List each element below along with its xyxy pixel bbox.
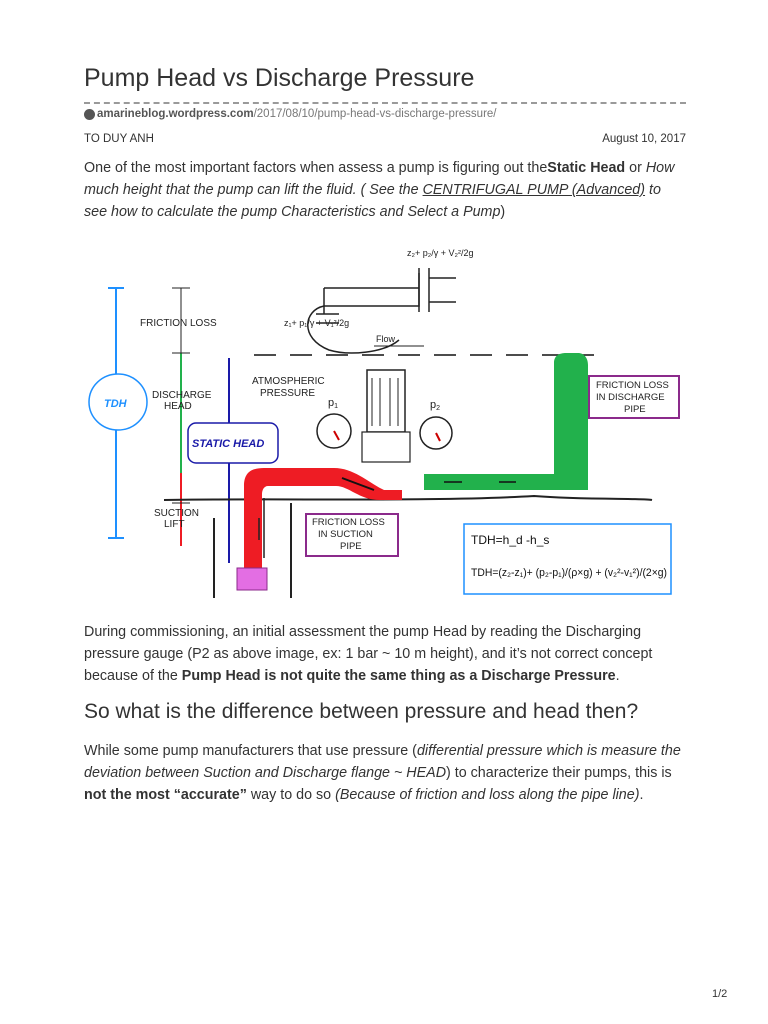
svg-text:FRICTION LOSS: FRICTION LOSS bbox=[596, 380, 669, 391]
svg-text:PIPE: PIPE bbox=[624, 404, 646, 415]
pressure-paragraph: While some pump manufacturers that use p… bbox=[84, 743, 681, 803]
suction-lift-label-2: LIFT bbox=[164, 519, 185, 530]
publish-date: August 10, 2017 bbox=[602, 133, 686, 145]
centrifugal-pump-link[interactable]: CENTRIFUGAL PUMP (Advanced) bbox=[422, 182, 646, 198]
svg-text:PIPE: PIPE bbox=[340, 541, 362, 552]
tdh-equation-2: TDH=(z₂-z₁)+ (p₂-p₁)/(ρ×g) + (v₂²-v₁²)/(… bbox=[471, 567, 667, 579]
page-number: 1/2 bbox=[712, 988, 728, 1000]
atm-pressure-label-1: ATMOSPHERIC bbox=[252, 376, 325, 387]
atm-pressure-label-2: PRESSURE bbox=[260, 388, 315, 399]
discharge-head-label-2: HEAD bbox=[164, 401, 192, 412]
source-url[interactable]: amarineblog.wordpress.com/2017/08/10/pum… bbox=[84, 108, 497, 120]
friction-loss-label: FRICTION LOSS bbox=[140, 318, 217, 329]
svg-text:FRICTION LOSS: FRICTION LOSS bbox=[312, 517, 385, 528]
pump-motor bbox=[366, 369, 406, 433]
intro-paragraph: One of the most important factors when a… bbox=[84, 160, 675, 220]
section-heading: So what is the difference between pressu… bbox=[84, 700, 639, 723]
author: TO DUY ANH bbox=[84, 133, 154, 145]
equation-top: z₂+ p₂/γ + V₂²/2g bbox=[407, 248, 474, 258]
source-domain[interactable]: amarineblog.wordpress.com bbox=[97, 108, 254, 120]
static-head-box bbox=[187, 422, 279, 464]
suction-lift-label-1: SUCTION bbox=[154, 508, 199, 519]
suction-pipe bbox=[244, 468, 402, 578]
suction-strainer bbox=[236, 567, 268, 591]
p2-label: p2 bbox=[430, 399, 440, 412]
discharge-pipe bbox=[424, 353, 588, 490]
svg-text:IN SUCTION: IN SUCTION bbox=[318, 529, 373, 540]
svg-text:IN DISCHARGE: IN DISCHARGE bbox=[596, 392, 665, 403]
friction-loss-discharge-box bbox=[588, 375, 680, 419]
article-meta: TO DUY ANH August 10, 2017 bbox=[84, 133, 686, 145]
pump-casing-sketch bbox=[307, 268, 456, 354]
wordpress-icon bbox=[84, 108, 95, 120]
tdh-bubble bbox=[88, 373, 148, 431]
static-head-label: STATIC HEAD bbox=[192, 438, 264, 450]
friction-loss-suction-box bbox=[305, 513, 399, 557]
title-divider bbox=[84, 102, 686, 104]
commissioning-paragraph: During commissioning, an initial assessm… bbox=[84, 624, 653, 684]
source-path[interactable]: /2017/08/10/pump-head-vs-discharge-press… bbox=[253, 108, 497, 120]
equation-bottom: z₁+ p₁/γ + V₁²/2g bbox=[284, 318, 349, 328]
page-title: Pump Head vs Discharge Pressure bbox=[84, 64, 475, 92]
pump-head-diagram: Flow z₂+ p₂/γ + V₂²/2g z₁+ p₁/γ + V₁²/2g… bbox=[84, 228, 686, 610]
flow-label: Flow bbox=[376, 334, 396, 344]
p1-label: p1 bbox=[328, 397, 338, 410]
tdh-label: TDH bbox=[104, 398, 128, 410]
tdh-equation-1: TDH=h_d -h_s bbox=[471, 533, 549, 547]
tdh-equation-box bbox=[463, 523, 672, 595]
discharge-head-label-1: DISCHARGE bbox=[152, 390, 212, 401]
